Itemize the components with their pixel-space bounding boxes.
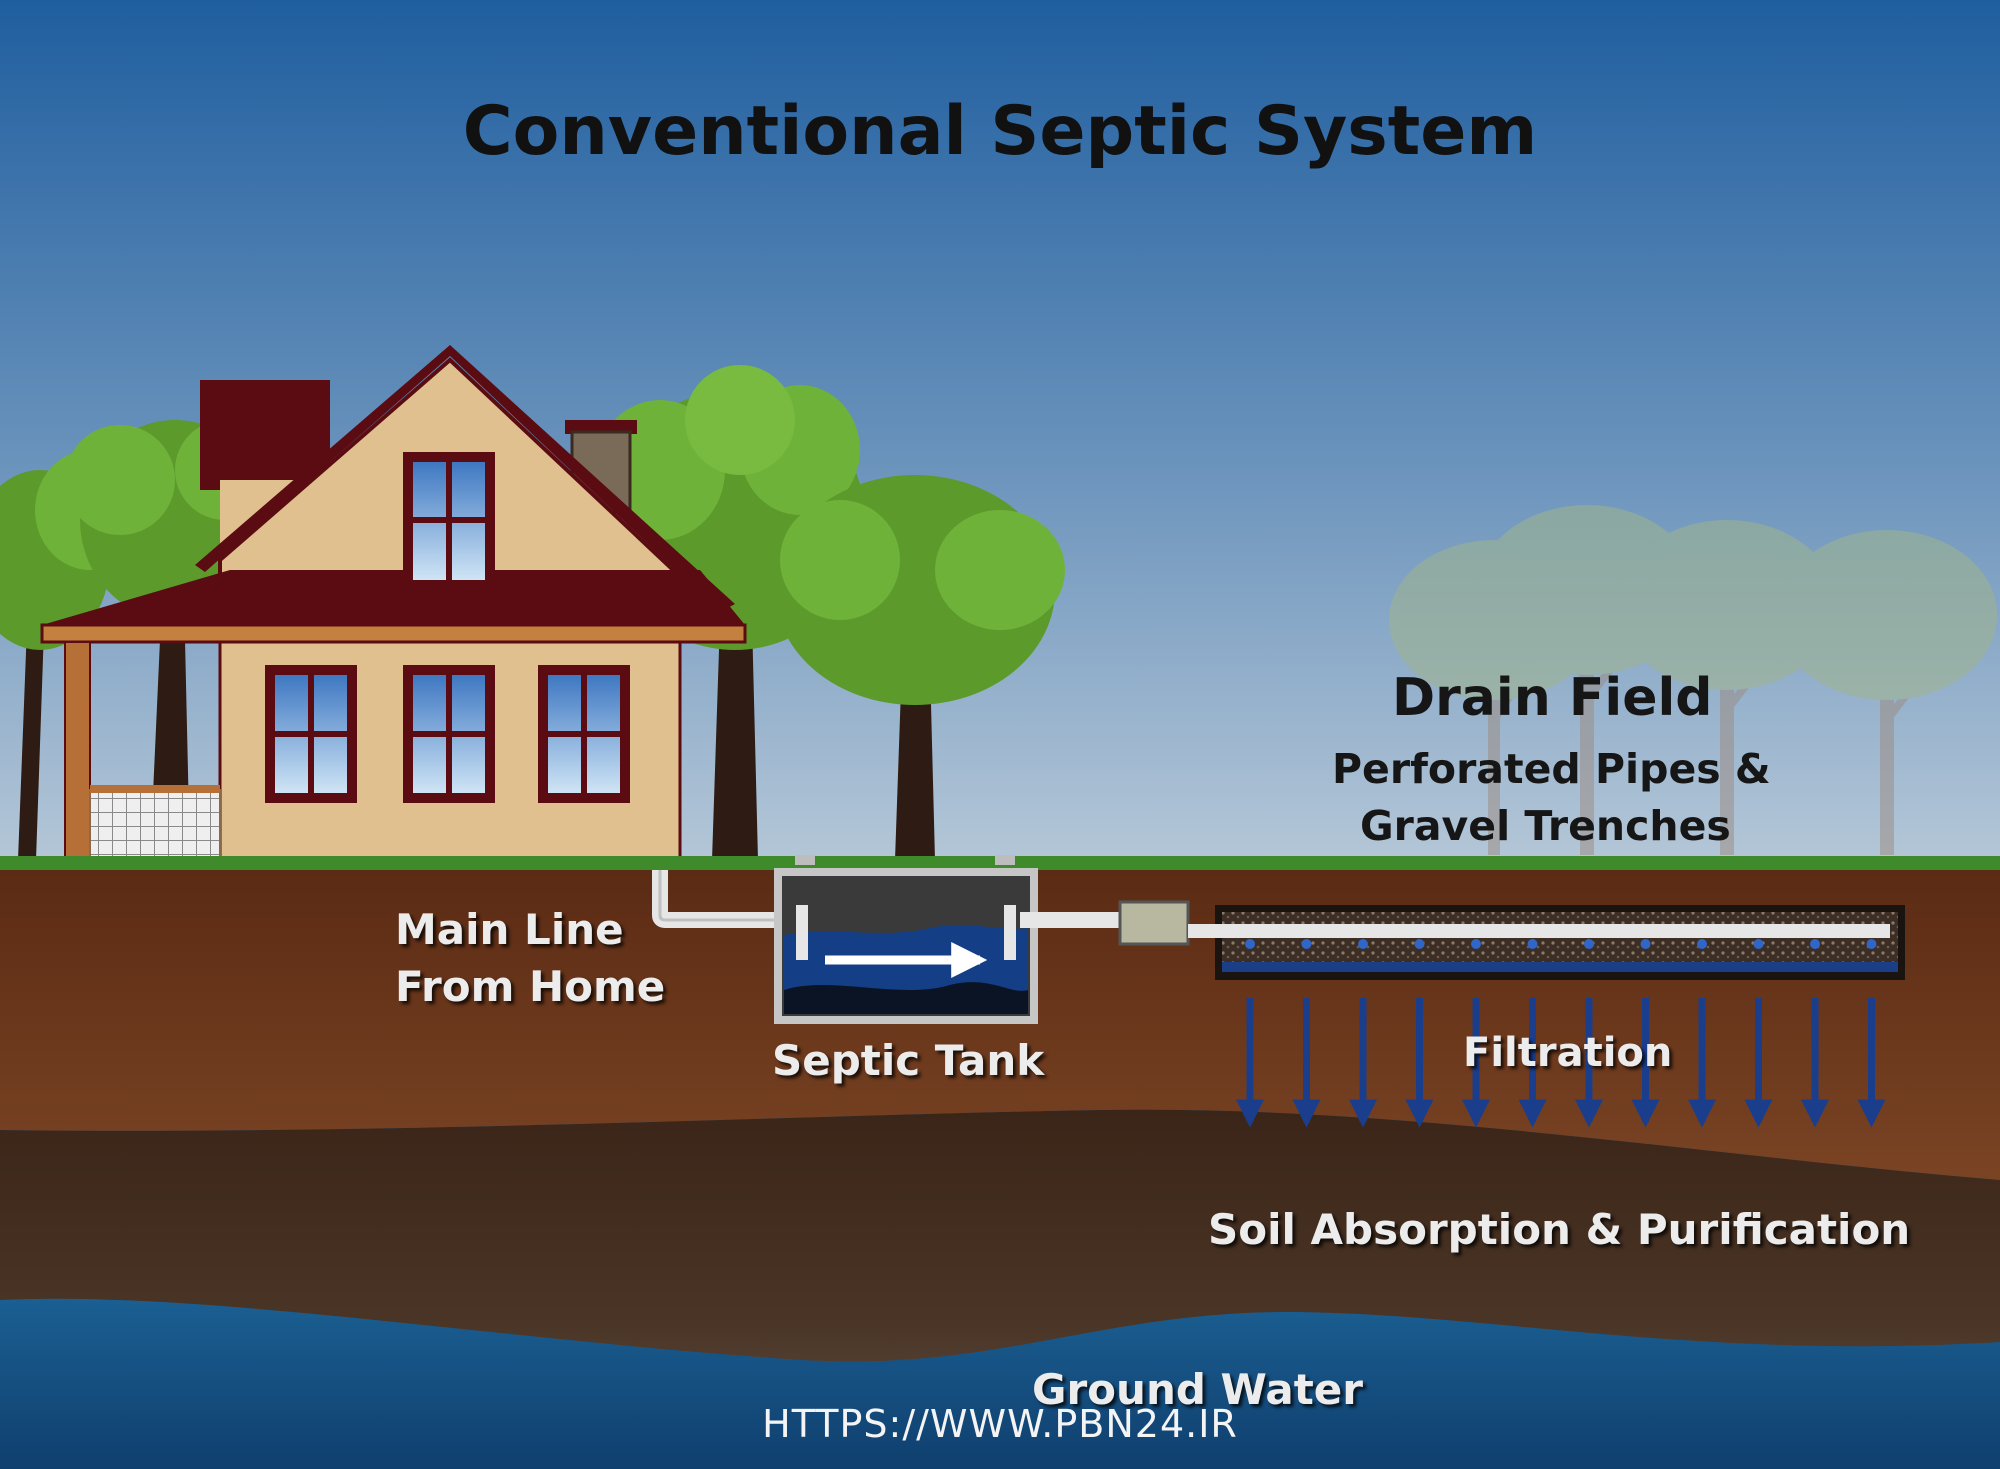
perforation-mark (1584, 939, 1594, 949)
main-line-label-2: From Home (395, 962, 666, 1011)
perforation-mark (1866, 939, 1877, 949)
perforation-mark (1245, 939, 1255, 949)
drain-field-subtitle-1: Perforated Pipes & (1332, 745, 1771, 793)
house-icon (40, 345, 747, 862)
perforation-mark (1810, 939, 1820, 949)
perforation-mark (1358, 939, 1368, 949)
soil-absorption-label: Soil Absorption & Purification (1208, 1205, 1911, 1254)
septic-tank-label: Septic Tank (772, 1036, 1045, 1085)
perforation-mark (1414, 939, 1425, 949)
drain-field-title: Drain Field (1392, 668, 1713, 728)
background-trees (1389, 505, 1997, 855)
pipe-icon (1020, 912, 1120, 928)
perforation-mark (1640, 939, 1651, 949)
ground-water-label: Ground Water (1032, 1365, 1363, 1414)
main-line-label-1: Main Line (395, 905, 624, 954)
filtration-arrows (1236, 939, 1886, 1128)
perforation-mark (1471, 939, 1481, 949)
perforation-mark (1753, 939, 1764, 949)
perforation-mark (1697, 939, 1707, 949)
perforation-mark (1301, 939, 1312, 949)
filtration-label: Filtration (1463, 1030, 1673, 1076)
septic-tank-icon (774, 855, 1038, 1024)
pipe-icon (658, 870, 800, 922)
distribution-box (1118, 900, 1190, 946)
drain-field-trench (1188, 905, 1905, 980)
drain-field-subtitle-2: Gravel Trenches (1360, 802, 1731, 850)
ground-water-layer (0, 1298, 2000, 1469)
page-title: Conventional Septic System (462, 92, 1538, 171)
watermark-url: HTTPS://WWW.PBN24.IR (762, 1402, 1238, 1446)
tree-icon (775, 475, 1065, 860)
perforation-mark (1527, 939, 1538, 949)
